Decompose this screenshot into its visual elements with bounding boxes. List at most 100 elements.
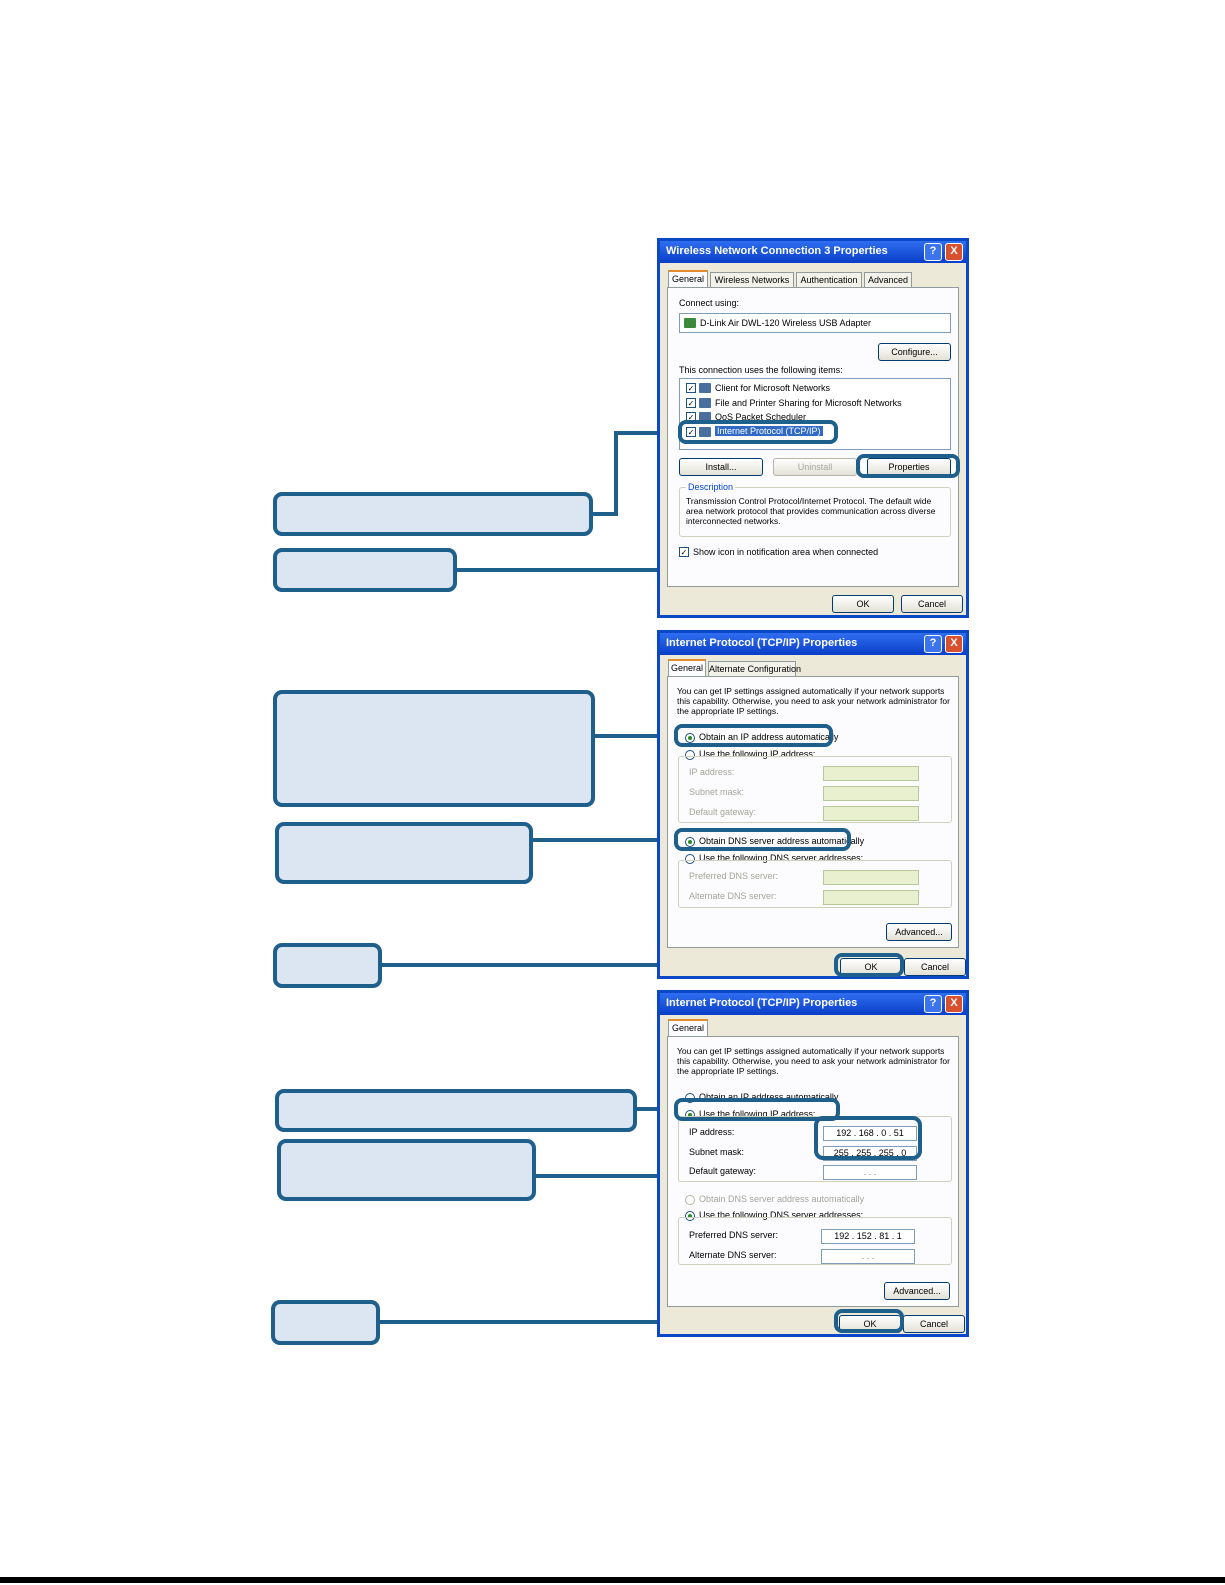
cancel-button[interactable]: Cancel: [904, 958, 966, 976]
footer-rule: [0, 1577, 1225, 1583]
ok-button[interactable]: OK: [839, 1315, 901, 1333]
obtain-ip-label: Obtain an IP address automatically: [699, 732, 839, 742]
item-checkbox[interactable]: ✓: [686, 427, 696, 437]
help-icon[interactable]: ?: [924, 995, 942, 1013]
title-bar: Wireless Network Connection 3 Properties…: [660, 241, 966, 263]
preferred-dns-field[interactable]: [823, 870, 919, 885]
obtain-dns-radio[interactable]: [685, 1195, 695, 1205]
use-dns-label: Use the following DNS server addresses:: [699, 853, 864, 863]
obtain-ip-radio[interactable]: [685, 1093, 695, 1103]
alternate-dns-field[interactable]: . . .: [821, 1249, 915, 1264]
use-dns-label: Use the following DNS server addresses:: [699, 1210, 864, 1220]
callout-enter-ip: [277, 1139, 536, 1201]
subnet-label: Subnet mask:: [689, 787, 745, 797]
title-bar: Internet Protocol (TCP/IP) Properties ? …: [660, 993, 966, 1015]
obtain-ip-radio[interactable]: [685, 733, 695, 743]
show-icon-checkbox[interactable]: ✓: [679, 547, 689, 557]
client-icon: [699, 383, 711, 393]
use-dns-radio[interactable]: [685, 1211, 695, 1221]
wireless-connection-properties-dialog: Wireless Network Connection 3 Properties…: [657, 238, 969, 618]
advanced-button[interactable]: Advanced...: [884, 1282, 950, 1300]
obtain-dns-label: Obtain DNS server address automatically: [699, 1194, 865, 1204]
help-icon[interactable]: ?: [924, 635, 942, 653]
description-label: Description: [686, 482, 736, 492]
tab-alternate-configuration[interactable]: Alternate Configuration: [708, 661, 801, 677]
callout-obtain-ip: [273, 690, 595, 807]
list-item[interactable]: File and Printer Sharing for Microsoft N…: [715, 398, 902, 408]
close-icon[interactable]: X: [945, 995, 963, 1013]
ip-address-label: IP address:: [689, 1127, 735, 1137]
general-panel: Connect using: D-Link Air DWL-120 Wirele…: [667, 287, 959, 587]
callout-click-ok-1: [273, 943, 382, 988]
list-item[interactable]: QoS Packet Scheduler: [715, 412, 807, 422]
alternate-dns-label: Alternate DNS server:: [689, 891, 777, 901]
general-panel: You can get IP settings assigned automat…: [667, 676, 959, 948]
gateway-field[interactable]: [823, 806, 919, 821]
close-icon[interactable]: X: [945, 635, 963, 653]
preferred-dns-label: Preferred DNS server:: [689, 871, 779, 881]
tab-wireless-networks[interactable]: Wireless Networks: [710, 272, 794, 288]
install-button[interactable]: Install...: [679, 458, 763, 476]
alternate-dns-label: Alternate DNS server:: [689, 1250, 777, 1260]
close-icon[interactable]: X: [945, 243, 963, 261]
subnet-field[interactable]: [823, 786, 919, 801]
item-checkbox[interactable]: ✓: [686, 412, 696, 422]
ip-address-label: IP address:: [689, 767, 735, 777]
obtain-dns-label: Obtain DNS server address automatically: [699, 836, 865, 846]
help-icon[interactable]: ?: [924, 243, 942, 261]
cancel-button[interactable]: Cancel: [901, 595, 963, 613]
tab-general[interactable]: General: [668, 270, 708, 288]
sharing-icon: [699, 398, 711, 408]
adapter-name: D-Link Air DWL-120 Wireless USB Adapter: [700, 318, 872, 328]
use-ip-label: Use the following IP address:: [699, 749, 816, 759]
gateway-label: Default gateway:: [689, 1166, 757, 1176]
show-icon-label: Show icon in notification area when conn…: [693, 547, 879, 557]
callout-use-ip: [275, 1089, 637, 1132]
alternate-dns-field[interactable]: [823, 890, 919, 905]
list-item[interactable]: Client for Microsoft Networks: [715, 383, 831, 393]
title-bar: Internet Protocol (TCP/IP) Properties ? …: [660, 633, 966, 655]
general-panel: You can get IP settings assigned automat…: [667, 1036, 959, 1307]
item-checkbox[interactable]: ✓: [686, 383, 696, 393]
callout-click-properties: [273, 548, 457, 592]
dialog-title: Wireless Network Connection 3 Properties: [666, 245, 888, 257]
configure-button[interactable]: Configure...: [878, 343, 951, 361]
dns-group: [678, 860, 952, 908]
gateway-field[interactable]: . . .: [823, 1165, 917, 1180]
ok-button[interactable]: OK: [832, 595, 894, 613]
callout-obtain-dns: [275, 822, 533, 884]
item-checkbox[interactable]: ✓: [686, 398, 696, 408]
ip-address-field[interactable]: 192 . 168 . 0 . 51: [823, 1126, 917, 1141]
intro-text: You can get IP settings assigned automat…: [677, 1046, 950, 1076]
uninstall-button[interactable]: Uninstall: [773, 458, 857, 476]
tab-general[interactable]: General: [668, 659, 706, 677]
intro-text: You can get IP settings assigned automat…: [677, 686, 950, 716]
callout-click-ok-2: [271, 1300, 380, 1345]
subnet-field[interactable]: 255 . 255 . 255 . 0: [823, 1146, 917, 1161]
description-group: Description Transmission Control Protoco…: [679, 482, 951, 537]
tab-advanced[interactable]: Advanced: [864, 272, 912, 288]
protocol-icon: [699, 427, 711, 437]
use-ip-radio[interactable]: [685, 750, 695, 760]
tab-authentication[interactable]: Authentication: [796, 272, 862, 288]
obtain-dns-radio[interactable]: [685, 837, 695, 847]
cancel-button[interactable]: Cancel: [903, 1315, 965, 1333]
scheduler-icon: [699, 412, 711, 422]
ip-address-field[interactable]: [823, 766, 919, 781]
gateway-label: Default gateway:: [689, 807, 757, 817]
advanced-button[interactable]: Advanced...: [886, 923, 952, 941]
network-adapter-icon: [684, 318, 696, 328]
preferred-dns-field[interactable]: 192 . 152 . 81 . 1: [821, 1229, 915, 1244]
dialog-title: Internet Protocol (TCP/IP) Properties: [666, 637, 858, 649]
properties-button[interactable]: Properties: [867, 458, 951, 476]
ok-button[interactable]: OK: [840, 958, 902, 976]
use-dns-radio[interactable]: [685, 854, 695, 864]
tab-general[interactable]: General: [668, 1019, 708, 1037]
tcpip-properties-dialog-static: Internet Protocol (TCP/IP) Properties ? …: [657, 990, 969, 1337]
dns-group: [678, 1217, 952, 1265]
list-item-selected[interactable]: Internet Protocol (TCP/IP): [715, 426, 823, 436]
description-text: Transmission Control Protocol/Internet P…: [686, 496, 936, 526]
dialog-title: Internet Protocol (TCP/IP) Properties: [666, 997, 858, 1009]
